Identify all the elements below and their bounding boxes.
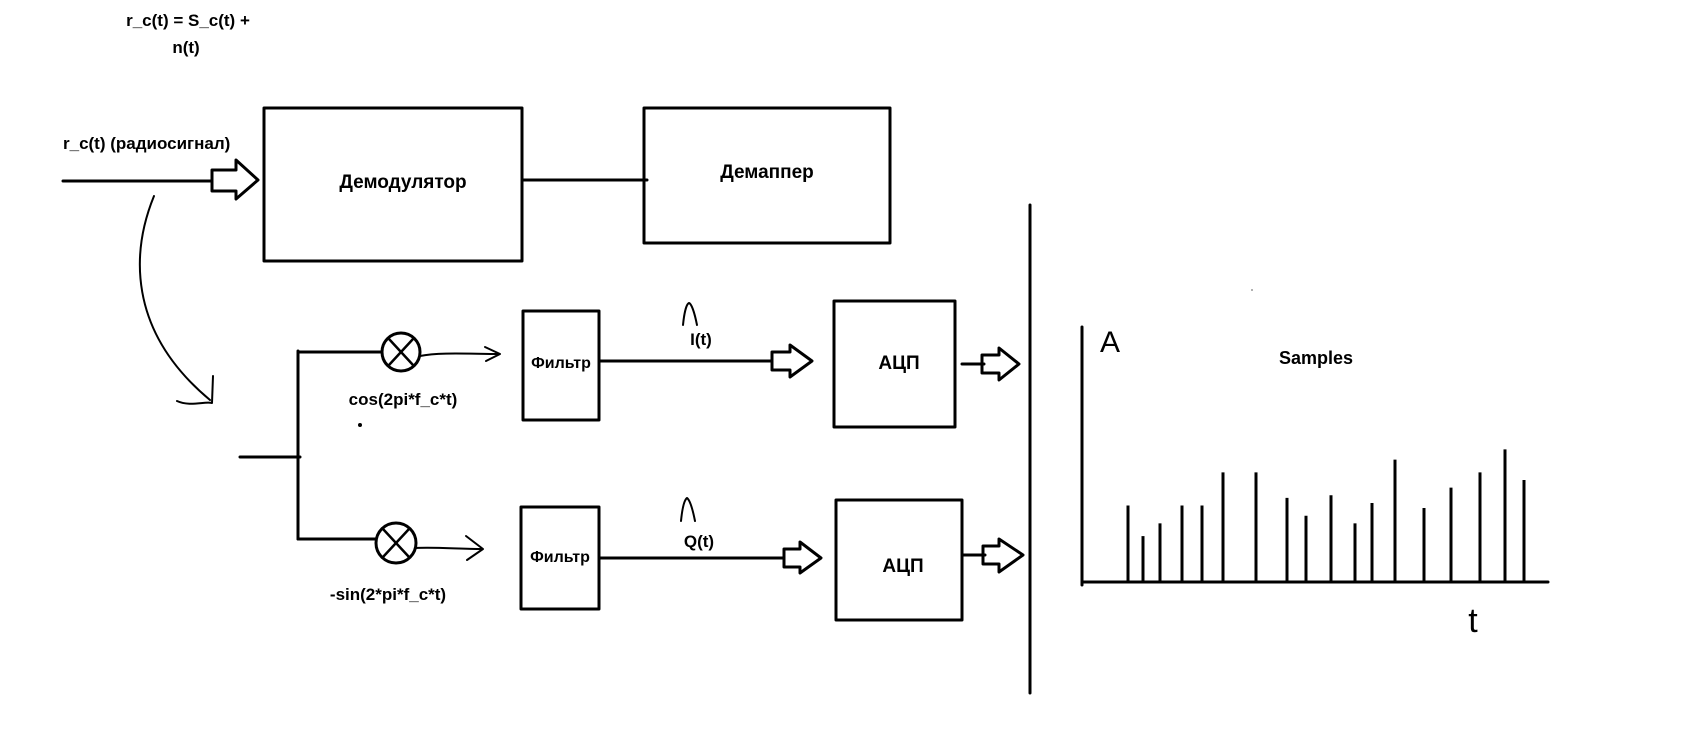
top-adc-label: АЦП <box>878 353 919 374</box>
top-mixer-out-arrow-icon <box>419 346 501 362</box>
top-mixer-icon <box>380 331 422 373</box>
q-hat-icon <box>680 497 696 522</box>
samples-plot: Samples A t <box>1080 325 1550 640</box>
i-hat-icon <box>682 302 698 326</box>
top-adc-block <box>832 299 957 429</box>
sample-bars <box>1126 449 1526 582</box>
bottom-mixer-label: -sin(2*pi*f_c*t) <box>330 585 446 604</box>
formula-line-1: r_c(t) = S_c(t) + <box>126 11 250 30</box>
i-signal-arrow-icon <box>770 343 814 379</box>
demapper-block <box>642 106 892 245</box>
bottom-adc-label: АЦП <box>882 556 923 577</box>
bottom-adc-out-arrow-icon <box>981 537 1025 574</box>
demodulator-label: Демодулятор <box>339 172 466 193</box>
stray-dot-2 <box>1251 289 1253 291</box>
curved-pointer-arrowhead-icon <box>176 375 214 405</box>
input-arrow-icon <box>210 158 260 201</box>
top-mixer-label: cos(2pi*f_c*t) <box>349 390 458 409</box>
bottom-filter-label: Фильтр <box>530 549 590 566</box>
top-adc-out-arrow-icon <box>980 346 1021 382</box>
stray-dot <box>358 423 362 427</box>
demodulator-block <box>262 106 524 263</box>
samples-y-axis-label: A <box>1100 326 1120 359</box>
samples-title: Samples <box>1279 348 1353 368</box>
bottom-mixer-icon <box>374 521 418 565</box>
demapper-label: Демаппер <box>720 162 814 183</box>
bottom-mixer-out-arrow-icon <box>415 535 484 561</box>
curved-pointer-arrow-icon <box>138 195 211 401</box>
input-signal-label: r_c(t) (радиосигнал) <box>63 134 230 153</box>
top-filter-block <box>521 309 601 422</box>
formula-line-2: n(t) <box>172 38 199 57</box>
samples-x-axis-label: t <box>1468 602 1478 640</box>
top-filter-label: Фильтр <box>531 355 591 372</box>
bottom-adc-block <box>834 498 964 622</box>
q-signal-arrow-icon <box>782 540 823 575</box>
i-signal-label: I(t) <box>690 330 712 349</box>
q-signal-label: Q(t) <box>684 532 714 551</box>
